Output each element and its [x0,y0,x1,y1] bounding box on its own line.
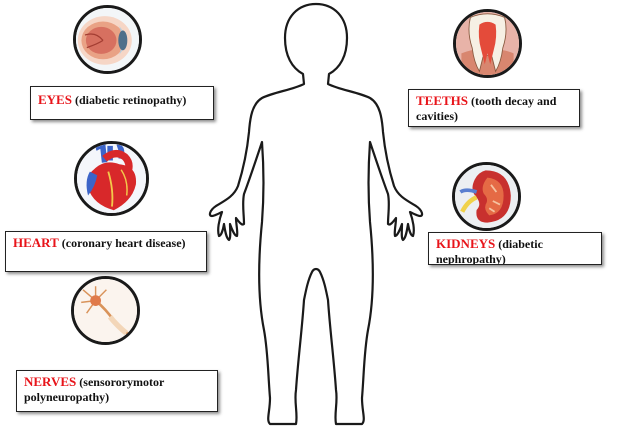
condition-heart: (coronary heart disease) [58,236,186,250]
eye-icon [73,5,142,74]
condition-nerves: (sensororymotor polyneuropathy) [24,375,165,404]
organ-name-nerves: NERVES [24,374,77,389]
neuron-icon [71,276,140,345]
label-teeth: TEETHS (tooth decay and cavities) [408,89,580,127]
human-body-outline [208,2,424,426]
label-nerves: NERVES (sensororymotor polyneuropathy) [16,370,218,412]
condition-eyes: (diabetic retinopathy) [71,93,187,107]
condition-teeth: (tooth decay and cavities) [416,94,557,123]
organ-name-kidneys: KIDNEYS [436,236,496,251]
tooth-icon [453,9,522,78]
kidney-icon [452,162,521,231]
label-kidneys: KIDNEYS (diabetic nephropathy) [428,232,602,265]
label-eyes: EYES (diabetic retinopathy) [30,86,214,120]
organ-name-teeth: TEETHS [416,93,469,108]
condition-kidneys: (diabetic nephropathy) [436,237,543,265]
organ-name-eyes: EYES [38,92,72,107]
heart-icon [74,141,149,216]
organ-name-heart: HEART [13,235,59,250]
label-heart: HEART (coronary heart disease) [5,231,207,272]
